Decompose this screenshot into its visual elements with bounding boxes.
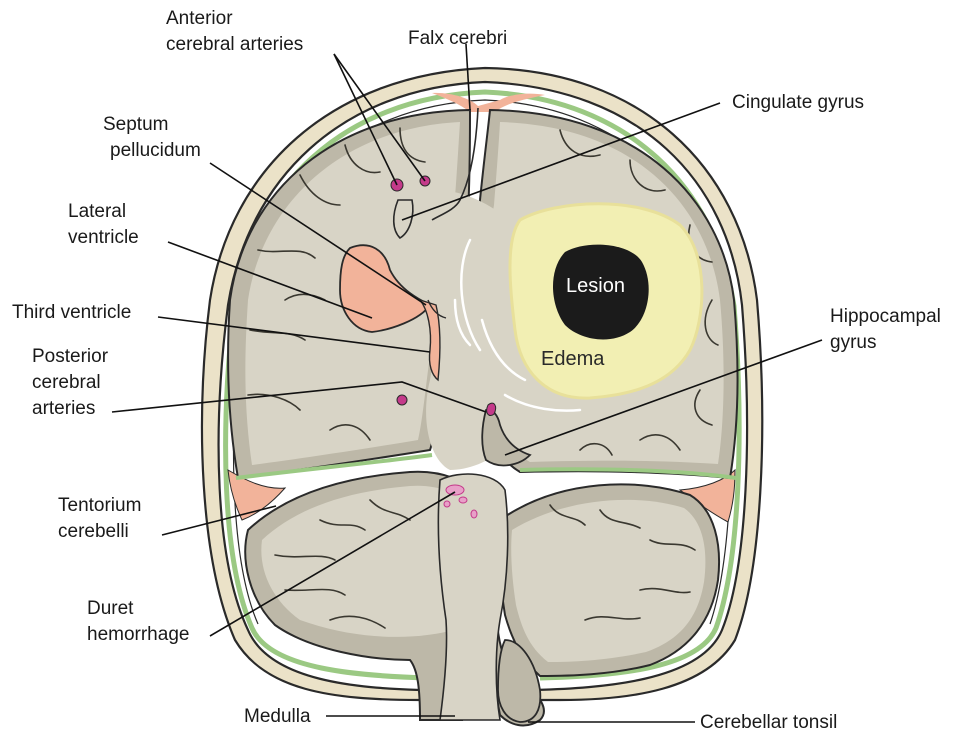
label-cingulate-gyrus: Cingulate gyrus: [732, 92, 864, 113]
posterior-cerebral-artery-right: [487, 403, 496, 415]
label-hippocampal-gyrus: Hippocampal gyrus: [830, 306, 946, 353]
label-lateral-ventricle: Lateral ventricle: [68, 201, 139, 248]
label-falx-cerebri: Falx cerebri: [408, 28, 507, 49]
label-septum-pellucidum: Septum pellucidum: [103, 114, 201, 161]
subarachnoid-space-top: [432, 93, 545, 112]
posterior-cerebral-artery-left: [397, 395, 407, 405]
label-lesion: Lesion: [566, 275, 625, 297]
label-tentorium-cerebelli: Tentorium cerebelli: [58, 495, 147, 542]
label-medulla: Medulla: [244, 706, 311, 727]
label-cerebellar-tonsil: Cerebellar tonsil: [700, 712, 837, 733]
label-posterior-cerebral-arteries: Posterior cerebral arteries: [32, 346, 113, 419]
label-third-ventricle: Third ventricle: [12, 302, 131, 323]
label-duret-hemorrhage: Duret hemorrhage: [87, 598, 189, 645]
label-anterior-cerebral-arteries: Anterior cerebral arteries: [166, 8, 303, 55]
label-edema: Edema: [541, 348, 605, 370]
